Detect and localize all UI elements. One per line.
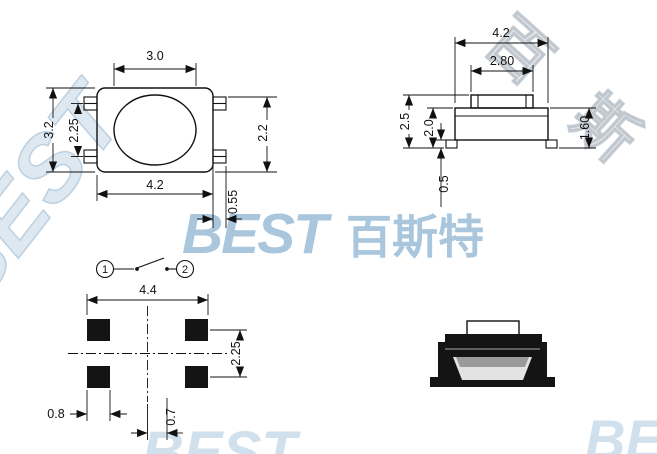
front-shade [456,357,529,367]
dimension-top-width [113,63,197,86]
dim-label-pad-span: 4.4 [139,283,156,297]
pad-bottom-left [87,366,110,388]
dim-label-overall-height: 3.2 [42,121,56,138]
pcb-footprint: 4.4 2.25 0.8 0.7 [47,283,247,440]
front-view-drawing [430,320,555,387]
dimension-overall-height [46,87,95,173]
schematic-symbol: 1 2 [95,257,195,279]
dimension-side-overall-width [454,37,549,103]
actuator-circle [113,94,197,166]
dim-label-lead-width: 0.55 [226,190,240,214]
dim-label-right-height: 2.2 [256,124,270,141]
terminal-1-label: 1 [102,264,108,276]
dim-label-lead-pitch: 2.25 [67,118,81,142]
front-lead-right [547,377,555,387]
dimension-right-height [215,96,277,173]
dim-label-actuator-width: 2.80 [490,54,514,68]
dim-label-total-height: 2.5 [398,113,412,130]
dim-label-pad-pitch: 2.25 [229,341,243,365]
dimension-pad-width [70,390,127,421]
dim-label-top-width: 3.0 [146,49,163,63]
front-lead-left [430,377,438,387]
dim-label-overall-width: 4.2 [146,178,163,192]
switch-body-outline [96,87,214,173]
dim-label-lead-height: 0.5 [437,175,451,192]
pad-bottom-right [185,366,208,388]
side-leads [445,139,558,149]
top-view-drawing: 3.0 3.2 2.25 4.2 [42,49,277,228]
dim-label-center-offset: 0.7 [164,408,178,425]
dimension-pad-pitch [210,329,247,378]
side-view-drawing: 4.2 2.80 2.5 2.0 [398,26,596,207]
pad-top-right [185,319,208,341]
front-cap [445,334,542,344]
dim-label-side-overall-width: 4.2 [492,26,509,40]
body-outline [454,107,549,141]
dim-label-side-right-height: 1.60 [578,116,592,140]
switch-lever [136,257,165,269]
dimension-pad-span [86,294,209,315]
watermark-bottom-left: BEST [142,420,297,454]
dim-label-pad-width: 0.8 [47,407,64,421]
dimension-lead-pitch [71,103,83,157]
dimension-actuator-width [470,65,534,92]
dimension-side-right-height [550,107,596,149]
terminal-2-label: 2 [182,264,188,276]
watermark-bottom-right: BEST [585,408,657,454]
dimension-body-height [427,107,453,148]
dimension-lead-height [436,123,453,207]
dim-label-body-height: 2.0 [422,119,436,136]
pad-top-left [87,319,110,341]
dimension-center-offset [131,398,183,440]
actuator-outline [470,94,534,109]
corner-leads [83,96,227,164]
watermark-brand-chinese: 百斯特 [346,211,485,263]
dimension-lead-width [197,166,242,228]
